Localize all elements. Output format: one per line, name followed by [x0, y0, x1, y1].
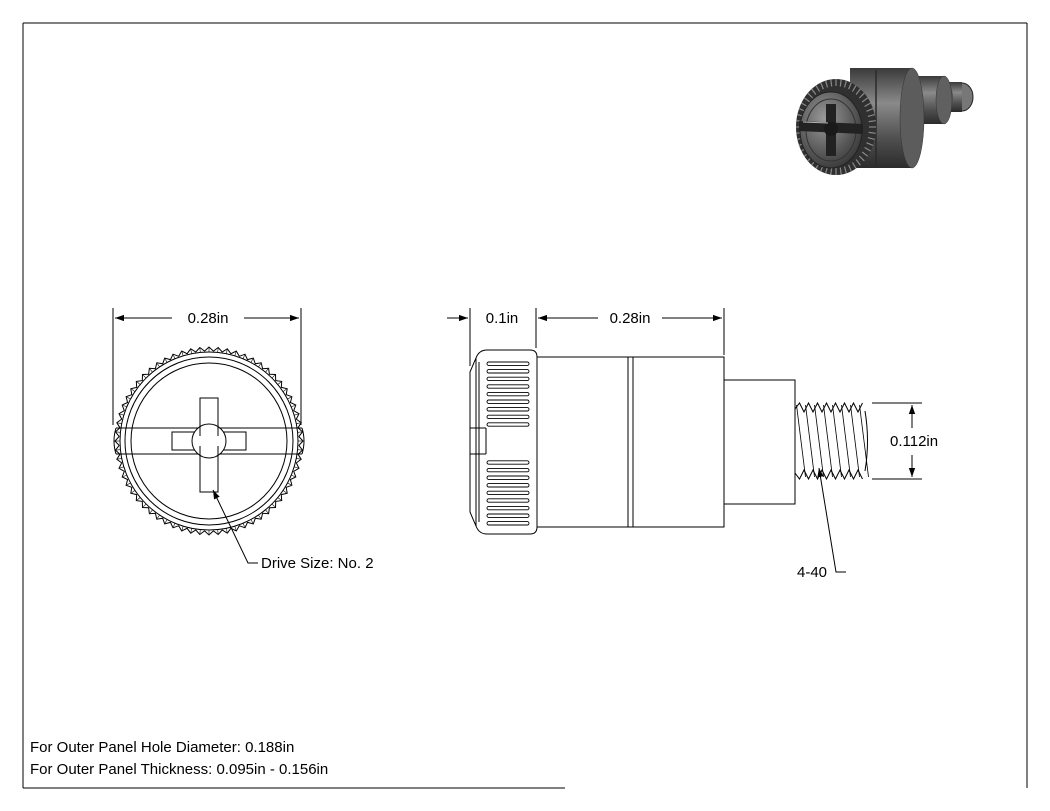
drawing-border — [22, 22, 1028, 789]
thread-spec-label: 4-40 — [797, 564, 827, 581]
iso-knurl — [796, 79, 876, 175]
threaded-stud — [794, 401, 869, 481]
note-hole-diameter: For Outer Panel Hole Diameter: 0.188in — [30, 739, 295, 756]
thread-diameter-label: 0.112in — [890, 433, 938, 450]
thread-spec-leader — [817, 467, 846, 573]
head-height-label: 0.1in — [486, 310, 519, 327]
front-diameter-dimension — [112, 308, 302, 425]
side-view — [469, 349, 869, 535]
note-panel-thickness: For Outer Panel Thickness: 0.095in - 0.1… — [30, 761, 329, 778]
front-diameter-label: 0.28in — [188, 310, 229, 327]
drive-size-leader — [212, 489, 258, 564]
thread-diameter-dimension — [872, 402, 922, 480]
body-length-label: 0.28in — [610, 310, 651, 327]
knurled-head-ridges — [486, 361, 530, 526]
isometric-view — [796, 67, 974, 175]
front-view — [113, 346, 305, 536]
drive-size-label: Drive Size: No. 2 — [261, 555, 374, 572]
side-length-dimensions — [447, 308, 725, 366]
